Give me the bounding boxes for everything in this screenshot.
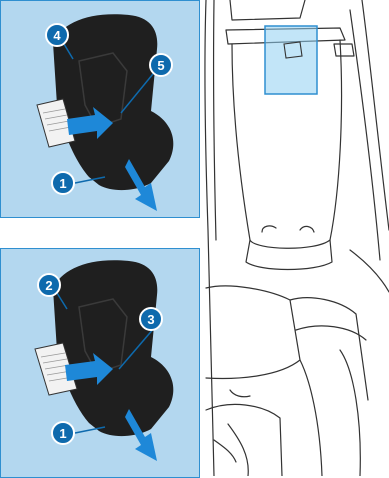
callout-3: 3: [140, 308, 162, 330]
svg-text:1: 1: [59, 176, 66, 191]
svg-text:1: 1: [59, 426, 66, 441]
detail-panel-top-drawing: 4 5 1: [1, 1, 199, 217]
callout-4: 4: [46, 24, 68, 46]
release-lever-part: [53, 14, 173, 190]
detail-panel-bottom: 2 3 1: [0, 248, 200, 478]
center-console: [206, 286, 300, 379]
svg-text:2: 2: [45, 278, 52, 293]
detail-panel-bottom-drawing: 2 3 1: [1, 249, 199, 477]
callout-5: 5: [150, 54, 172, 76]
seat-back-outline: [246, 240, 332, 270]
location-highlight: [265, 26, 317, 94]
b-pillar-line-2: [214, 0, 216, 240]
detail-panel-top: 4 5 1: [0, 0, 200, 218]
svg-text:4: 4: [53, 28, 61, 43]
b-pillar-line: [205, 0, 214, 476]
callout-2: 2: [38, 274, 60, 296]
callout-1-top: 1: [52, 172, 74, 194]
svg-text:3: 3: [147, 312, 154, 327]
svg-text:5: 5: [157, 58, 164, 73]
callout-1-bottom: 1: [52, 422, 74, 444]
release-lever-part: [53, 260, 173, 436]
